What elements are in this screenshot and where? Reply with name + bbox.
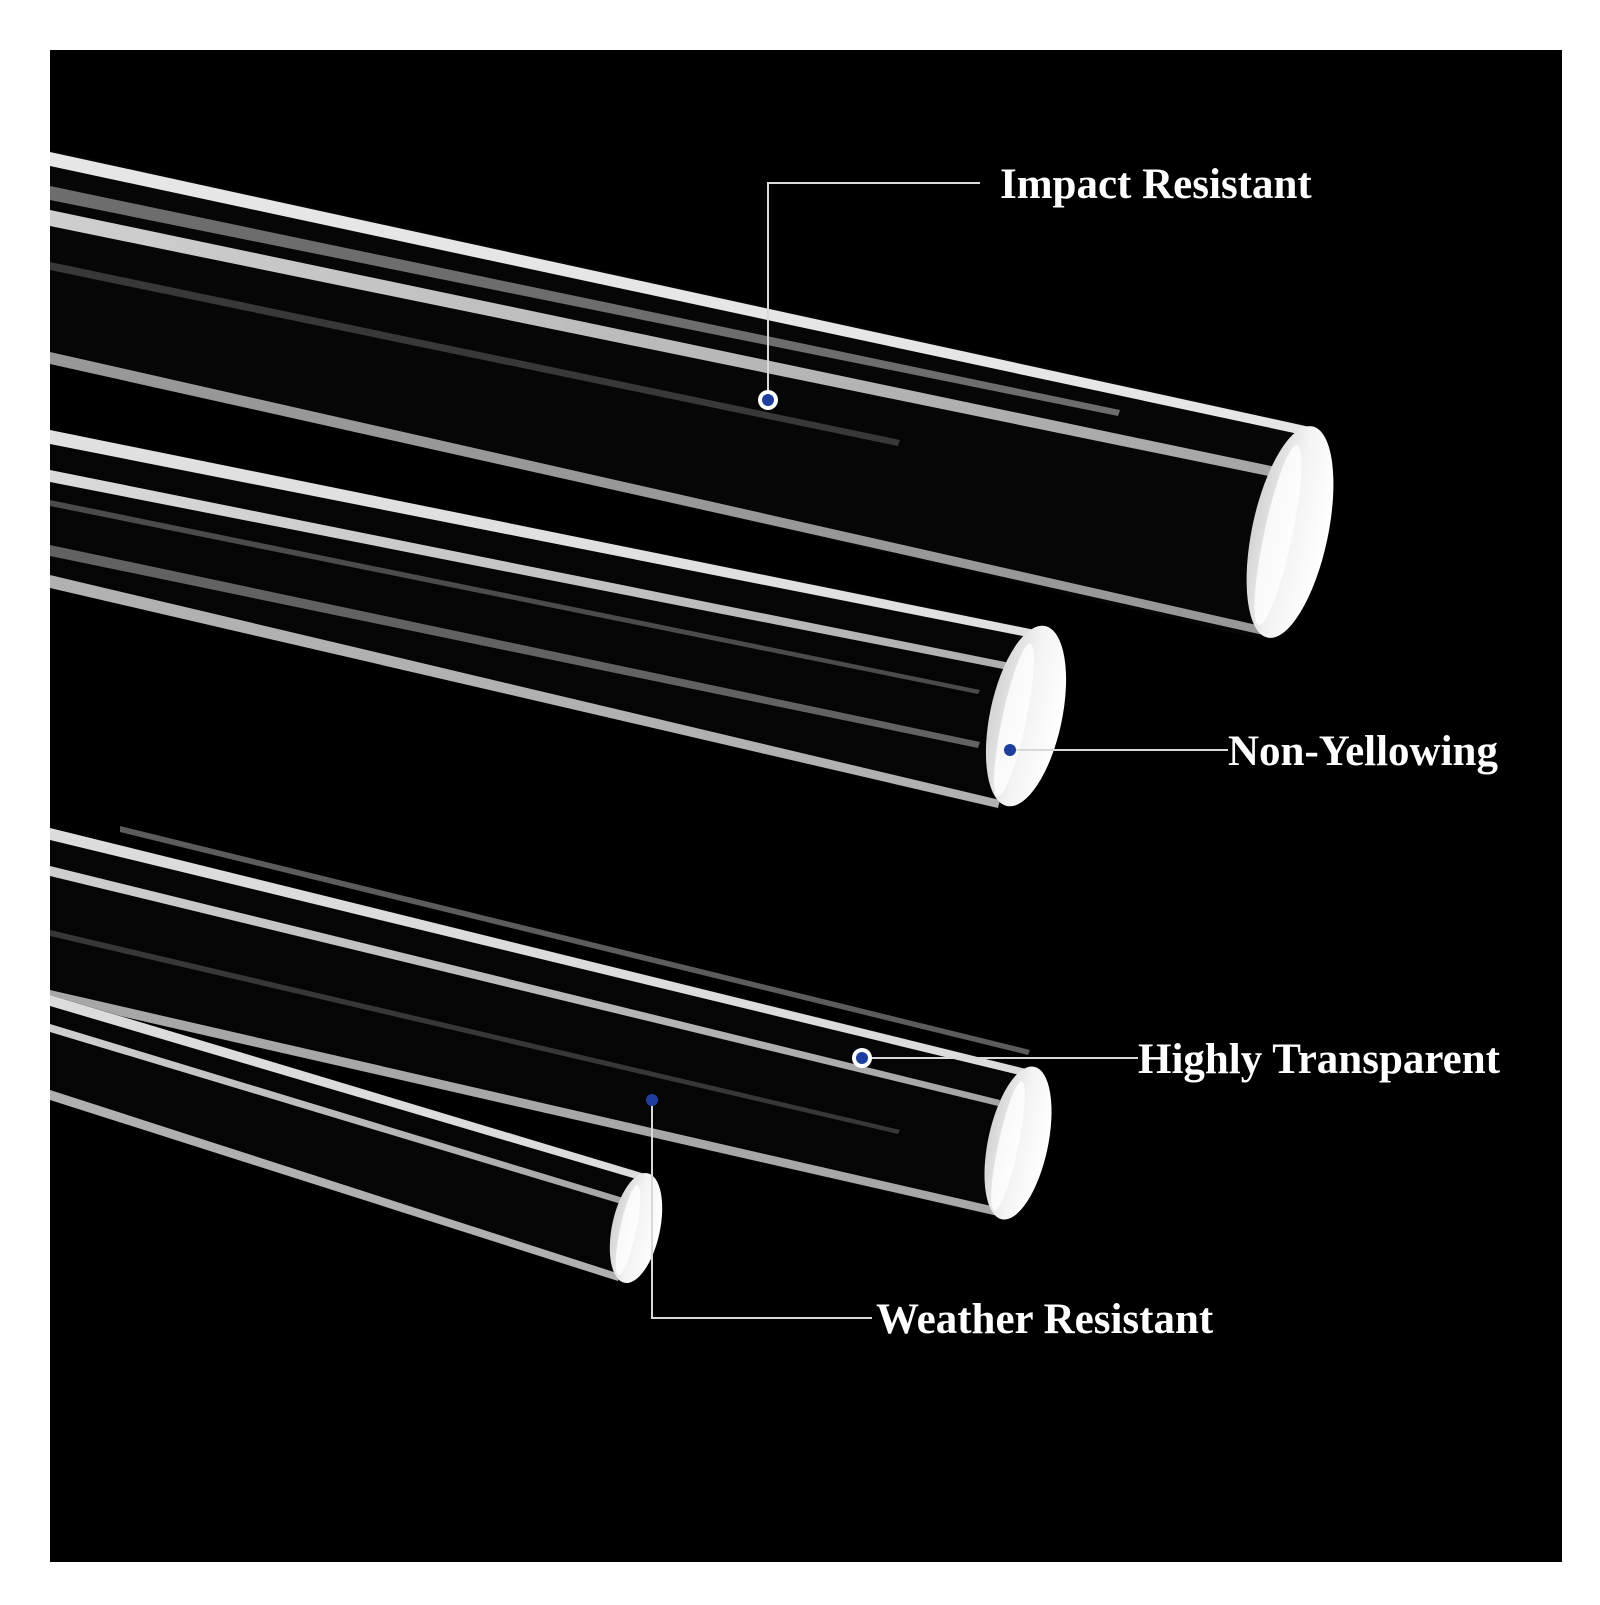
callout-impact-resistant — [767, 182, 980, 400]
rod-2 — [50, 430, 1067, 810]
feature-label-highly-transparent: Highly Transparent — [1138, 1036, 1500, 1083]
callout-weather-resistant — [651, 1100, 872, 1319]
callout-dot-non-yellowing — [1004, 744, 1016, 756]
rod-3 — [50, 826, 1052, 1220]
callout-dot-weather-resistant — [646, 1094, 658, 1106]
rod-1 — [50, 150, 1334, 640]
feature-label-non-yellowing: Non-Yellowing — [1228, 728, 1498, 775]
feature-label-weather-resistant: Weather Resistant — [876, 1296, 1214, 1343]
feature-label-impact-resistant: Impact Resistant — [1000, 161, 1312, 208]
rod-4 — [50, 995, 663, 1284]
